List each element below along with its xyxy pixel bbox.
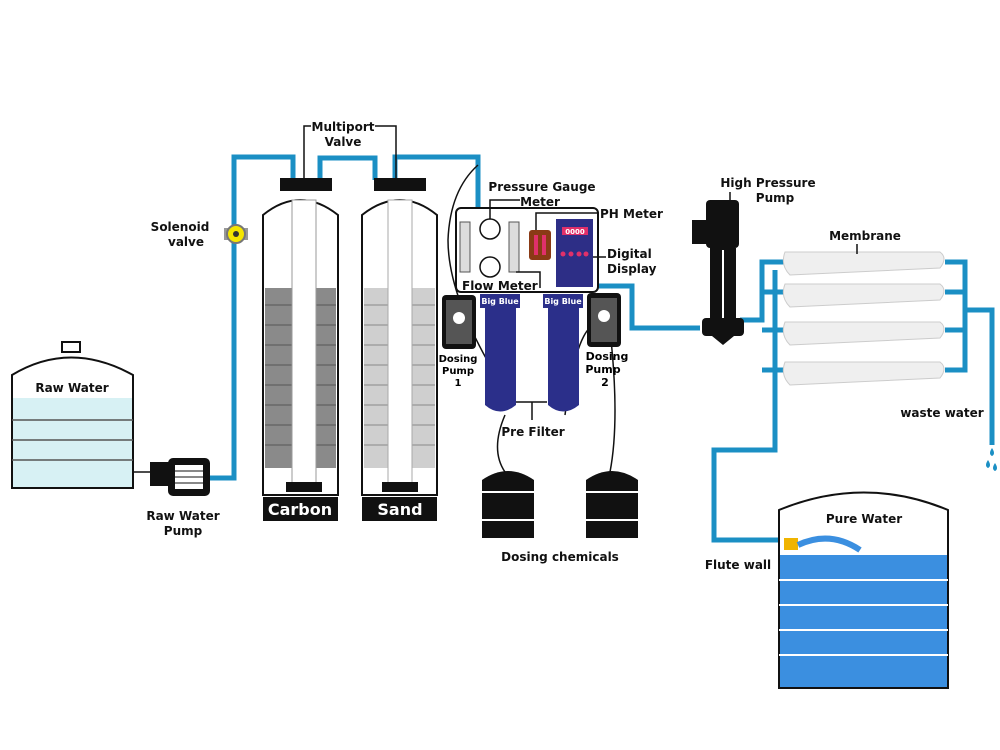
ph-meter-label: PH Meter [600,207,663,221]
sand-filter-vessel [361,178,438,521]
display-value: 0000 [565,228,585,236]
raw-water-pump-label: Raw Water [146,509,219,523]
ph-meter [529,230,551,260]
membrane-label: Membrane [829,229,901,243]
big-blue-label-2: Big Blue [544,297,582,306]
high-pressure-pump [692,200,744,345]
control-panel [455,207,599,293]
high-pressure-pump-label-2: Pump [756,191,795,205]
big-blue-label: Big Blue [481,297,519,306]
multiport-label: Multiport [312,120,375,134]
solenoid-valve [224,224,248,244]
pressure-gauge-label-2: Meter [520,195,560,209]
pre-filter-label: Pre Filter [501,425,564,439]
raw-water-label: Raw Water [35,381,108,395]
flow-meter-label: Flow Meter [462,279,538,293]
dosing-chemicals-label: Dosing chemicals [501,550,619,564]
dosing-pump-2 [587,293,621,347]
dosing-pump-2-label-3: 2 [601,376,609,389]
raw-water-tank [11,341,134,489]
dosing-pump-1-label-3: 1 [455,378,462,389]
pressure-gauge-label: Pressure Gauge [488,180,595,194]
pure-water-tank [778,491,949,689]
pressure-gauge-icon [479,218,501,240]
pre-filters [480,294,583,412]
pipes [105,154,995,543]
carbon-filter-vessel [262,178,339,521]
dosing-pump-1-label: Dosing [439,354,478,365]
dosing-pump-2-label: Dosing [586,350,629,363]
digital-display-label: Digital [607,247,652,261]
pure-water-label: Pure Water [826,512,902,526]
dosing-pump-2-label-2: Pump [585,363,620,376]
waste-water-label: waste water [900,406,983,420]
dosing-pump-1 [442,295,476,349]
carbon-label: Carbon [268,500,332,519]
solenoid-label: Solenoid [151,220,210,234]
raw-water-pump [150,458,210,496]
water-drops-icon [986,448,997,471]
dosing-chemical-containers [482,471,638,538]
solenoid-label-2: valve [168,235,204,249]
high-pressure-pump-label: High Pressure [720,176,815,190]
multiport-label-2: Valve [325,135,362,149]
pressure-gauge-icon [479,256,501,278]
membranes [782,251,945,386]
raw-water-pump-label-2: Pump [164,524,203,538]
flute-wall-label: Flute wall [705,558,771,572]
dosing-pump-1-label-2: Pump [442,366,474,377]
sand-label: Sand [377,500,422,519]
digital-display-label-2: Display [607,262,657,276]
